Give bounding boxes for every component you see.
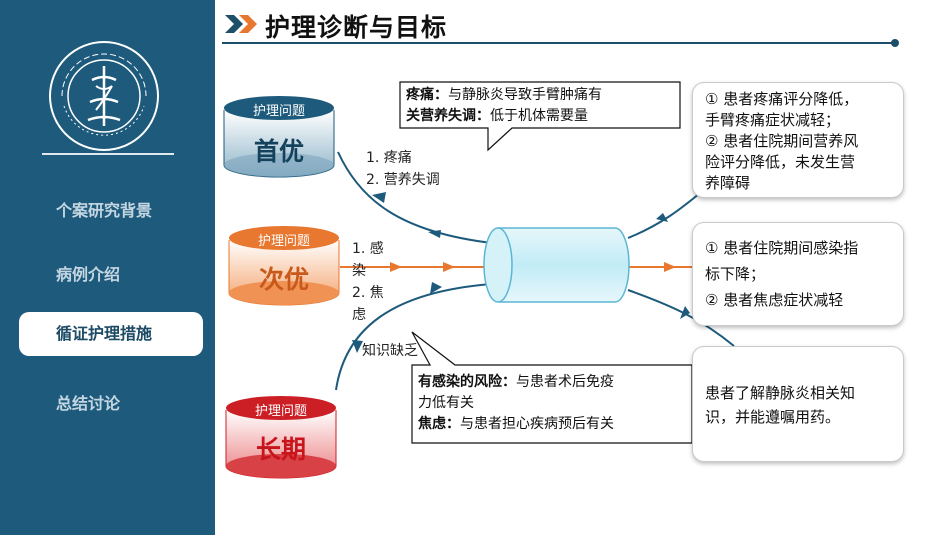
- callout-top-term-2: 关营养失调：: [406, 108, 490, 124]
- nav-item-background[interactable]: 个案研究背景: [56, 201, 153, 220]
- callout-bottom-shape: [411, 331, 693, 444]
- problem-label-nutrition: 2. 营养失调: [366, 172, 440, 188]
- goal-long-line-2: 识，并能遵嘱用药。: [705, 408, 841, 426]
- problem-label-pain: 1. 疼痛: [366, 150, 412, 166]
- callout-top-shape: [399, 81, 681, 152]
- title-underline: [222, 42, 894, 44]
- callout-bottom: 有感染的风险：与患者术后免疫 力低有关 焦虑：与患者担心疾病预后有关: [418, 372, 614, 435]
- callout-top-desc-1: 与静脉炎导致手臂肿痛有: [448, 87, 602, 103]
- callout-bottom-term-1: 有感染的风险：: [418, 374, 516, 390]
- chevron-right-icon: [225, 15, 257, 33]
- priority-level-first: 首优: [253, 137, 304, 166]
- nav-item-case[interactable]: 病例介绍: [56, 265, 121, 284]
- callout-top: 疼痛：与静脉炎导致手臂肿痛有 关营养失调：低于机体需要量: [406, 85, 602, 127]
- curve-top-in: [337, 151, 493, 244]
- callout-top-term-1: 疼痛：: [406, 87, 448, 103]
- goal-first-line-1: ① 患者疼痛评分降低，: [705, 90, 859, 108]
- priority-tag-long-term: 护理问题: [254, 404, 307, 419]
- goal-box-long-term: 患者了解静脉炎相关知 识，并能遵嘱用药。: [692, 346, 904, 462]
- priority-level-second: 次优: [258, 265, 309, 294]
- cylinder-first-priority: [223, 96, 335, 178]
- title-underline-dot: [891, 39, 899, 47]
- problem-label-infection-1: 1. 感: [352, 241, 384, 257]
- priority-tag-second: 护理问题: [257, 234, 310, 249]
- goal-first-line-5: 养障碍: [705, 174, 751, 192]
- curve-bottom-in: [335, 283, 493, 391]
- goal-second-line-2: 标下降；: [705, 265, 766, 283]
- goal-first-line-3: ② 患者住院期间营养风: [705, 132, 859, 150]
- page-title: 护理诊断与目标: [265, 13, 448, 42]
- priority-level-long-term: 长期: [255, 435, 306, 464]
- callout-bottom-term-2: 焦虑：: [418, 416, 460, 432]
- cylinder-long-term: [225, 396, 337, 479]
- callout-bottom-desc-1b: 力低有关: [418, 395, 474, 411]
- tube-cylinder: [483, 227, 630, 303]
- goal-box-first: ① 患者疼痛评分降低， 手臂疼痛症状减轻； ② 患者住院期间营养风 险评分降低，…: [692, 82, 904, 198]
- problem-label-infection-2: 染: [352, 263, 366, 279]
- goal-long-line-1: 患者了解静脉炎相关知: [705, 384, 856, 402]
- callout-top-desc-2: 低于机体需要量: [490, 108, 588, 124]
- cylinder-second-priority: [228, 226, 340, 306]
- university-logo-icon: [49, 41, 159, 151]
- problem-label-anxiety-2: 虑: [352, 307, 366, 323]
- callout-bottom-desc-2: 与患者担心疾病预后有关: [460, 416, 614, 432]
- problem-label-knowledge: 知识缺乏: [362, 343, 418, 359]
- goal-second-line-1: ① 患者住院期间感染指: [705, 239, 859, 257]
- callout-bottom-desc-1a: 与患者术后免疫: [516, 374, 614, 390]
- goal-first-line-2: 手臂疼痛症状减轻；: [705, 111, 841, 129]
- problem-label-anxiety-1: 2. 焦: [352, 285, 384, 301]
- goal-second-line-3: ② 患者焦虑症状减轻: [705, 291, 844, 309]
- nav-item-summary[interactable]: 总结讨论: [56, 394, 121, 413]
- priority-tag-first: 护理问题: [252, 104, 305, 119]
- sidebar-divider: [42, 153, 174, 155]
- goal-box-second: ① 患者住院期间感染指 标下降； ② 患者焦虑症状减轻: [692, 222, 904, 326]
- goal-first-line-4: 险评分降低，未发生营: [705, 153, 856, 171]
- sidebar: 个案研究背景 病例介绍 循证护理措施 总结讨论: [0, 0, 215, 535]
- nav-item-nursing-measures[interactable]: 循证护理措施: [19, 312, 203, 356]
